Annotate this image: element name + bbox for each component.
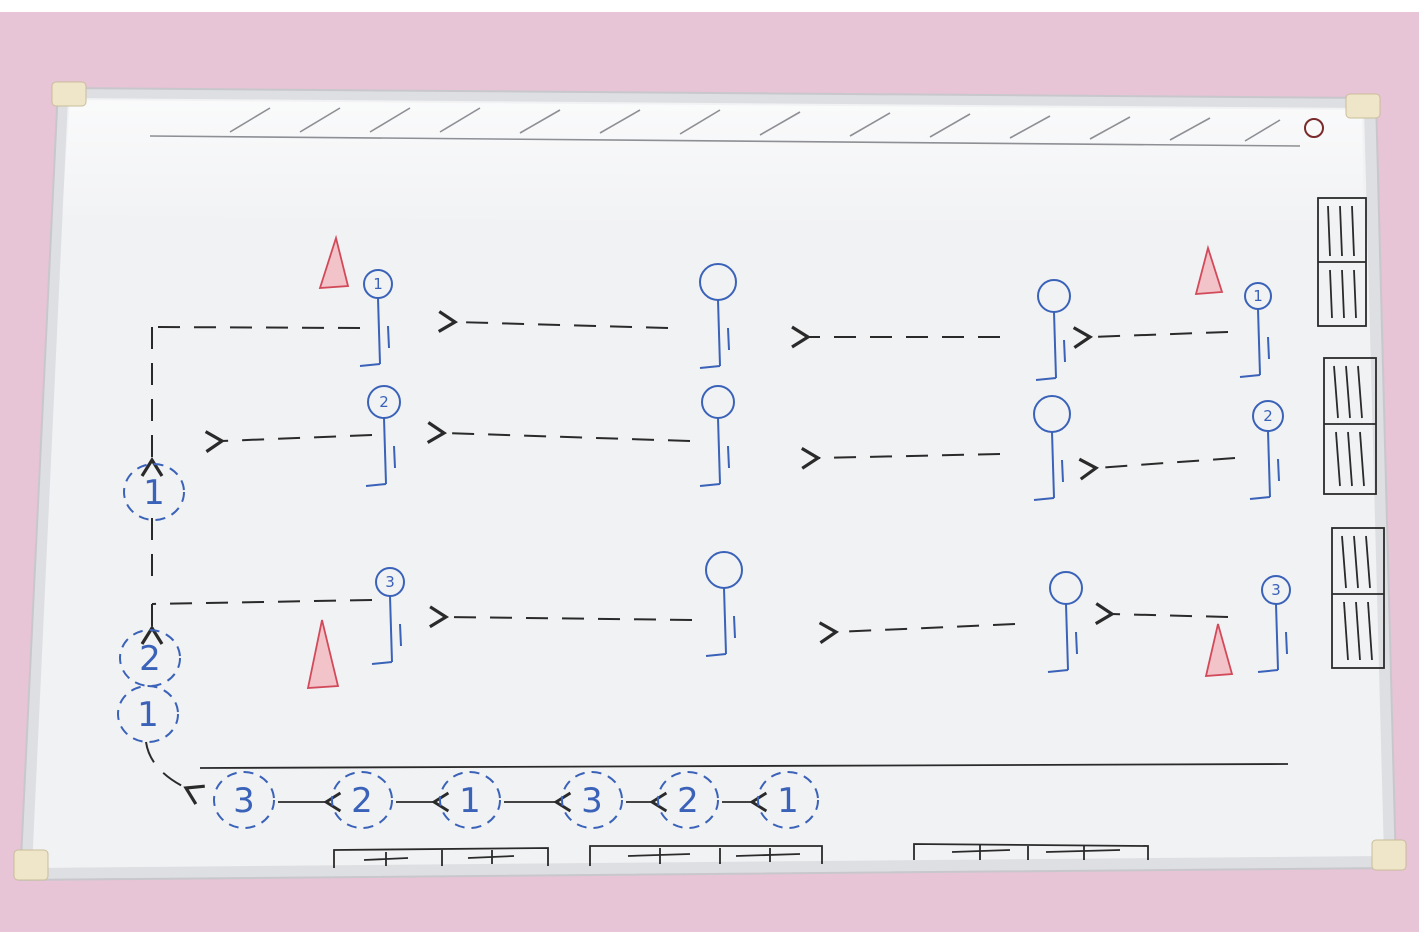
waiting-number: 3 — [581, 781, 603, 821]
frame-corner — [14, 850, 48, 880]
waiting-number: 1 — [137, 695, 159, 735]
waiting-number: 2 — [677, 781, 699, 821]
frame-corner — [52, 82, 86, 106]
waiting-number: 2 — [139, 639, 161, 679]
frame-corner — [1372, 840, 1406, 870]
waiting-number: 3 — [233, 781, 255, 821]
player-number: 3 — [1271, 581, 1281, 599]
player-number: 3 — [385, 573, 395, 591]
player-number: 1 — [1253, 287, 1263, 305]
player-number: 2 — [1263, 407, 1273, 425]
player-number: 1 — [373, 275, 383, 293]
player-number: 2 — [379, 393, 389, 411]
waiting-number: 1 — [459, 781, 481, 821]
frame-corner — [1346, 94, 1380, 118]
waiting-number: 1 — [777, 781, 799, 821]
waiting-number: 1 — [143, 473, 165, 513]
waiting-number: 2 — [351, 781, 373, 821]
